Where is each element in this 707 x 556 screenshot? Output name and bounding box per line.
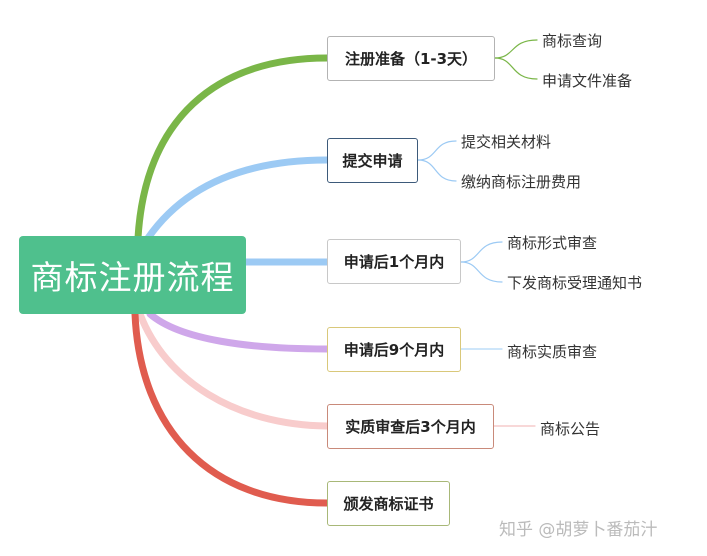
leaf-connector bbox=[494, 57, 538, 80]
leaf-prepare-documents[interactable]: 申请文件准备 bbox=[542, 72, 633, 90]
branch-connector bbox=[134, 54, 331, 242]
leaf-substantive-review[interactable]: 商标实质审查 bbox=[507, 343, 598, 361]
leaf-acceptance-notice[interactable]: 下发商标受理通知书 bbox=[507, 274, 643, 292]
branch-connector bbox=[146, 310, 331, 353]
branch-submit-application[interactable]: 提交申请 bbox=[327, 138, 418, 183]
branch-connector bbox=[144, 156, 331, 242]
branch-connector bbox=[131, 310, 331, 507]
leaf-pay-fees[interactable]: 缴纳商标注册费用 bbox=[461, 173, 582, 191]
leaf-trademark-search[interactable]: 商标查询 bbox=[542, 32, 603, 50]
root-topic[interactable]: 商标注册流程 bbox=[19, 236, 246, 314]
leaf-trademark-announcement[interactable]: 商标公告 bbox=[540, 420, 601, 438]
leaf-connector bbox=[460, 261, 503, 283]
leaf-connector bbox=[417, 140, 457, 161]
leaf-formal-review[interactable]: 商标形式审查 bbox=[507, 234, 598, 252]
branch-within-1-month[interactable]: 申请后1个月内 bbox=[327, 239, 461, 284]
branch-registration-prep[interactable]: 注册准备（1-3天） bbox=[327, 36, 495, 81]
leaf-connector bbox=[460, 241, 503, 263]
branch-3-months-after-review[interactable]: 实质审查后3个月内 bbox=[327, 404, 494, 449]
watermark: 知乎 @胡萝卜番茄汁 bbox=[499, 520, 658, 540]
leaf-submit-materials[interactable]: 提交相关材料 bbox=[461, 133, 552, 151]
leaf-connector bbox=[417, 159, 457, 182]
leaf-connector bbox=[494, 39, 538, 59]
branch-connector bbox=[136, 310, 331, 430]
branch-within-9-months[interactable]: 申请后9个月内 bbox=[327, 327, 461, 372]
branch-issue-certificate[interactable]: 颁发商标证书 bbox=[327, 481, 450, 526]
